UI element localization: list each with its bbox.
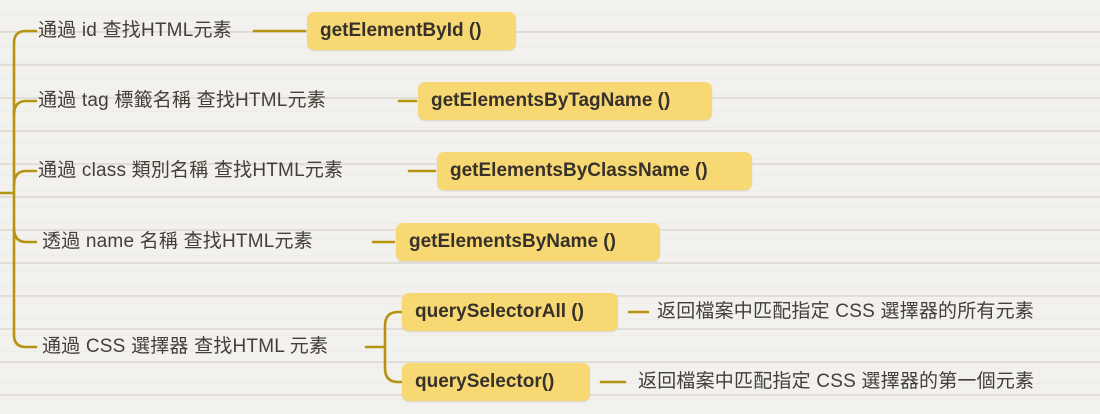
branch-hook-class (12, 169, 38, 187)
branch-label-tag: 通過 tag 標籤名稱 查找HTML元素 (38, 90, 326, 111)
method-node-getelementsbyname: getElementsByName () (396, 223, 660, 261)
branch-hook-tag (12, 99, 38, 117)
method-node-getelementsbyclassname: getElementsByClassName () (437, 152, 752, 190)
branch-label-css-selector: 通過 CSS 選擇器 查找HTML 元素 (42, 336, 329, 357)
method-node-getelementbyid: getElementById () (307, 12, 516, 50)
method-node-queryselectorall: querySelectorAll () (402, 293, 618, 331)
branch-label-class: 通過 class 類別名稱 查找HTML元素 (38, 160, 344, 181)
branch-hook-name (12, 226, 38, 244)
method-node-getelementsbytagname: getElementsByTagName () (418, 82, 712, 120)
method-node-queryselector: querySelector() (402, 363, 590, 401)
branch-label-id: 通過 id 查找HTML元素 (38, 20, 232, 41)
bracket-css-selector (364, 310, 403, 384)
trunk-connector (12, 29, 38, 349)
description-queryselector: 返回檔案中匹配指定 CSS 選擇器的第一個元素 (638, 371, 1035, 392)
description-queryselectorall: 返回檔案中匹配指定 CSS 選擇器的所有元素 (657, 301, 1035, 322)
branch-label-name: 透過 name 名稱 查找HTML元素 (42, 231, 313, 252)
